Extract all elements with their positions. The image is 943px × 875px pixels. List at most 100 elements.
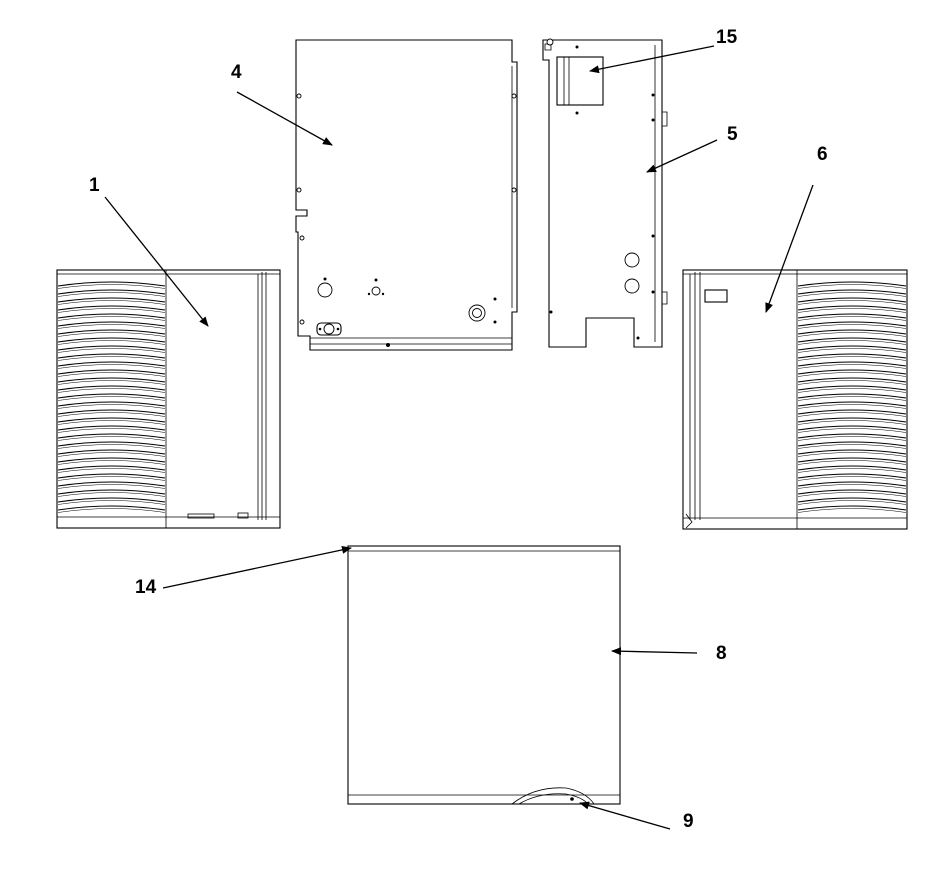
- louver-slat: [57, 361, 166, 367]
- louver-slat: [797, 497, 907, 503]
- louver-slat: [797, 345, 907, 351]
- louver-slat-shadow: [797, 308, 907, 313]
- louver-slat-shadow: [797, 332, 907, 337]
- louver-slat-shadow: [57, 420, 166, 425]
- louver-slat-shadow: [57, 476, 166, 481]
- louver-slat-shadow: [797, 460, 907, 465]
- right-side-panel: [682, 269, 908, 530]
- louver-slat-shadow: [57, 500, 166, 505]
- louver-slat: [57, 313, 166, 319]
- louver-slat-shadow: [797, 484, 907, 489]
- louver-slat-shadow: [57, 484, 166, 489]
- louver-slat: [57, 457, 166, 463]
- louver-slat-shadow: [57, 364, 166, 369]
- louver-slat: [57, 465, 166, 471]
- louver-slat-shadow: [57, 380, 166, 385]
- louver-slat-shadow: [797, 508, 907, 513]
- louver-slat-shadow: [797, 284, 907, 289]
- callout-1: 1: [89, 175, 100, 196]
- back-panel: [295, 39, 518, 351]
- louver-slat: [57, 441, 166, 447]
- louver-slat-shadow: [57, 396, 166, 401]
- louver-slat: [797, 401, 907, 407]
- callout-9: 9: [683, 811, 694, 832]
- louver-slat-shadow: [57, 460, 166, 465]
- louver-slat: [57, 489, 166, 495]
- callout-14: 14: [135, 577, 157, 598]
- louver-slat: [797, 305, 907, 311]
- louver-slat-shadow: [57, 348, 166, 353]
- louver-slat-shadow: [797, 452, 907, 457]
- louver-slat-shadow: [57, 444, 166, 449]
- louver-slat: [797, 449, 907, 455]
- louver-slat: [57, 321, 166, 327]
- leader-8: [611, 647, 698, 656]
- louver-slat: [57, 409, 166, 415]
- callout-4: 4: [231, 62, 242, 83]
- louver-slat-shadow: [797, 500, 907, 505]
- louver-slat: [57, 505, 166, 511]
- callout-8: 8: [716, 643, 727, 664]
- louver-slat: [797, 377, 907, 383]
- louver-slat: [797, 321, 907, 327]
- louver-slat: [57, 417, 166, 423]
- louver-slat-shadow: [797, 292, 907, 297]
- louver-slat-shadow: [57, 412, 166, 417]
- louver-slat-shadow: [57, 340, 166, 345]
- louver-slat-shadow: [797, 348, 907, 353]
- louver-slat-shadow: [57, 452, 166, 457]
- louver-slat: [797, 369, 907, 375]
- louver-slat-shadow: [797, 492, 907, 497]
- louver-slat: [57, 497, 166, 503]
- louver-slat-shadow: [797, 388, 907, 393]
- louver-slat-shadow: [797, 372, 907, 377]
- louver-slat-shadow: [57, 372, 166, 377]
- left-louver-grille: [57, 281, 166, 513]
- louver-slat-shadow: [57, 332, 166, 337]
- louver-slat-shadow: [797, 476, 907, 481]
- louver-slat: [797, 505, 907, 511]
- louver-slat: [57, 433, 166, 439]
- louver-slat: [797, 409, 907, 415]
- louver-slat: [797, 337, 907, 343]
- louver-slat: [797, 313, 907, 319]
- louver-slat-shadow: [797, 468, 907, 473]
- louver-slat: [797, 353, 907, 359]
- louver-slat: [797, 441, 907, 447]
- louver-slat: [57, 345, 166, 351]
- louver-slat-shadow: [797, 444, 907, 449]
- louver-slat: [797, 289, 907, 295]
- louver-slat: [797, 297, 907, 303]
- louver-slat-shadow: [57, 388, 166, 393]
- louver-slat-shadow: [57, 292, 166, 297]
- louver-slat: [797, 417, 907, 423]
- louver-slat-shadow: [797, 364, 907, 369]
- top-cover: [347, 545, 621, 805]
- louver-slat-shadow: [797, 396, 907, 401]
- louver-slat: [57, 369, 166, 375]
- callout-15: 15: [716, 27, 738, 48]
- louver-slat-shadow: [57, 300, 166, 305]
- louver-slat: [57, 329, 166, 335]
- louver-slat-shadow: [797, 436, 907, 441]
- leader-14: [162, 545, 352, 589]
- louver-slat: [57, 289, 166, 295]
- louver-slat: [57, 401, 166, 407]
- louver-slat-shadow: [797, 428, 907, 433]
- louver-slat: [797, 425, 907, 431]
- control-panel: [542, 38, 668, 348]
- louver-slat-shadow: [797, 340, 907, 345]
- right-louver-grille: [797, 281, 907, 513]
- leader-9: [579, 801, 671, 830]
- louver-slat-shadow: [797, 380, 907, 385]
- louver-slat: [57, 297, 166, 303]
- louver-slat-shadow: [797, 404, 907, 409]
- louver-slat-shadow: [57, 284, 166, 289]
- louver-slat-shadow: [57, 316, 166, 321]
- leader-15: [589, 45, 715, 74]
- louver-slat: [57, 393, 166, 399]
- louver-slat-shadow: [57, 308, 166, 313]
- louver-slat-shadow: [57, 436, 166, 441]
- louver-slat: [797, 393, 907, 399]
- louver-slat-shadow: [57, 404, 166, 409]
